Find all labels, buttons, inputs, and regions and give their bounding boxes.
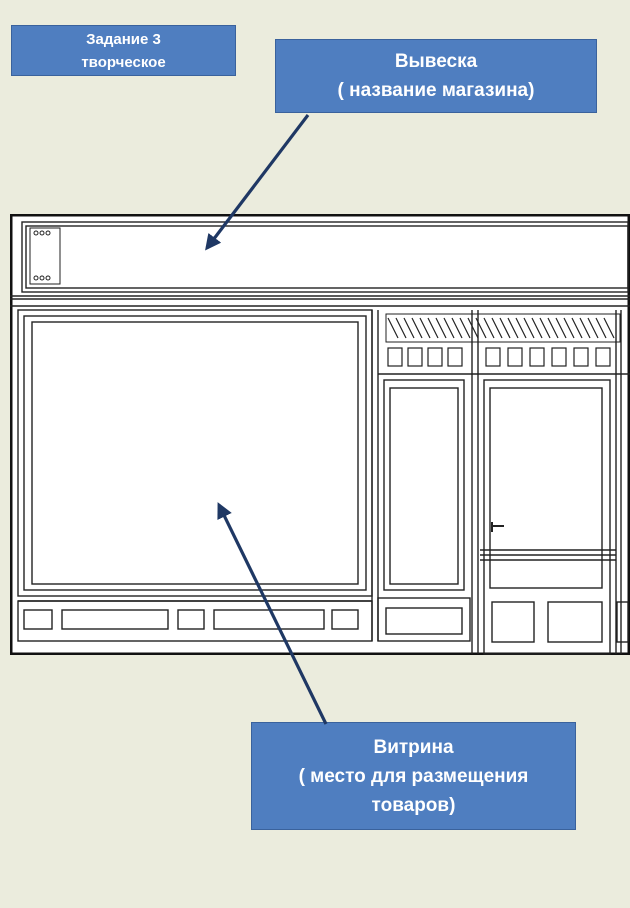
display-window-label: Витрина ( место для размещения товаров) [251,722,576,830]
signboard-label: Вывеска ( название магазина) [275,39,597,113]
task-label-line1: Задание 3 [86,30,161,48]
signboard-label-line1: Вывеска [394,51,478,72]
signboard-panel [10,221,630,307]
task-label-line2: творческое [81,53,166,71]
shop-facade-drawing [10,214,630,655]
task-label: Задание 3 творческое [11,25,236,76]
display-window-label-line1: Витрина [373,736,454,758]
signboard-label-line2: ( название магазина) [337,80,535,101]
display-window-label-line2: ( место для размещения [298,765,529,787]
door [471,310,629,655]
display-window-label-line3: товаров) [371,794,456,816]
